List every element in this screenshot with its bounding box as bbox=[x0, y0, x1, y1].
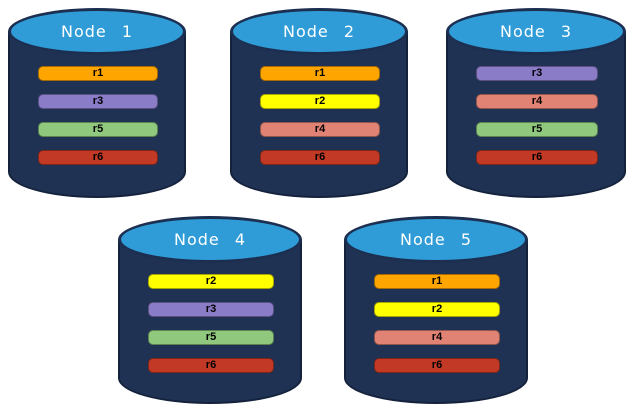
record-r2: r2 bbox=[374, 302, 500, 317]
cylinder-top: Node 2 bbox=[230, 8, 408, 55]
cylinder-body bbox=[8, 31, 186, 198]
cylinder-top: Node 4 bbox=[118, 216, 302, 263]
record-r5: r5 bbox=[38, 122, 158, 137]
record-r5: r5 bbox=[148, 330, 274, 345]
record-r2: r2 bbox=[148, 274, 274, 289]
node-title: Node 4 bbox=[173, 230, 247, 249]
cylinder-body bbox=[446, 31, 626, 198]
node-title: Node 2 bbox=[282, 22, 356, 41]
db-node-5: Node 5 r1 r2 r4 r6 bbox=[344, 216, 528, 404]
record-r2: r2 bbox=[260, 94, 380, 109]
node-title: Node 1 bbox=[60, 22, 134, 41]
record-r4: r4 bbox=[476, 94, 598, 109]
record-r6: r6 bbox=[476, 150, 598, 165]
record-r6: r6 bbox=[260, 150, 380, 165]
record-r1: r1 bbox=[38, 66, 158, 81]
node-title: Node 5 bbox=[399, 230, 473, 249]
record-r3: r3 bbox=[148, 302, 274, 317]
cylinder-top: Node 3 bbox=[446, 8, 626, 55]
record-list: r2 r3 r5 r6 bbox=[148, 274, 274, 373]
record-list: r3 r4 r5 r6 bbox=[476, 66, 598, 165]
record-r6: r6 bbox=[38, 150, 158, 165]
record-list: r1 r2 r4 r6 bbox=[374, 274, 500, 373]
record-r4: r4 bbox=[374, 330, 500, 345]
record-list: r1 r3 r5 r6 bbox=[38, 66, 158, 165]
record-r3: r3 bbox=[38, 94, 158, 109]
record-r3: r3 bbox=[476, 66, 598, 81]
cylinder-top: Node 5 bbox=[344, 216, 528, 263]
cylinder-body bbox=[344, 239, 528, 404]
node-title: Node 3 bbox=[499, 22, 573, 41]
record-r4: r4 bbox=[260, 122, 380, 137]
cylinder-body bbox=[118, 239, 302, 404]
db-node-4: Node 4 r2 r3 r5 r6 bbox=[118, 216, 302, 404]
record-list: r1 r2 r4 r6 bbox=[260, 66, 380, 165]
record-r5: r5 bbox=[476, 122, 598, 137]
db-node-2: Node 2 r1 r2 r4 r6 bbox=[230, 8, 408, 198]
record-r1: r1 bbox=[374, 274, 500, 289]
record-r1: r1 bbox=[260, 66, 380, 81]
db-node-1: Node 1 r1 r3 r5 r6 bbox=[8, 8, 186, 198]
record-r6: r6 bbox=[374, 358, 500, 373]
db-node-3: Node 3 r3 r4 r5 r6 bbox=[446, 8, 626, 198]
cylinder-top: Node 1 bbox=[8, 8, 186, 55]
record-r6: r6 bbox=[148, 358, 274, 373]
cylinder-body bbox=[230, 31, 408, 198]
